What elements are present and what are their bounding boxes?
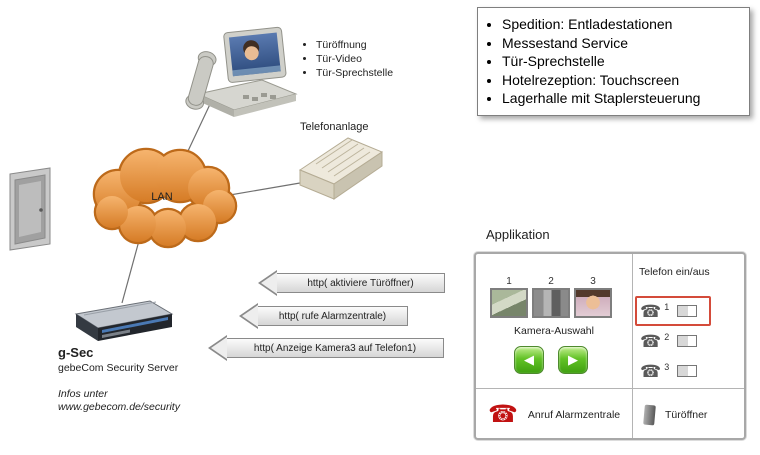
infos-note: Infos unter www.gebecom.de/security xyxy=(58,388,180,414)
phone-number-3: 3 xyxy=(664,362,670,372)
camera-number-2: 2 xyxy=(548,276,554,287)
http-arrow-1-label: http( aktiviere Türöffner) xyxy=(307,277,414,289)
phone-toggle-2[interactable] xyxy=(677,335,698,347)
use-case-item: Hotelrezeption: Touchscreen xyxy=(502,71,743,90)
http-arrow-1: http( aktiviere Türöffner) xyxy=(258,270,445,296)
http-arrow-2-label: http( rufe Alarmzentrale) xyxy=(278,310,387,322)
server-graphic xyxy=(74,300,174,341)
phone-toggle-3[interactable] xyxy=(677,365,698,377)
camera-thumbnail-1[interactable] xyxy=(490,288,528,318)
phone-feature-item: Tür-Sprechstelle xyxy=(316,66,393,80)
use-case-item: Spedition: Entladestationen xyxy=(502,15,743,34)
camera-prev-button[interactable]: ◀ xyxy=(514,346,544,374)
left-arrow-icon: ◀ xyxy=(524,352,534,367)
vertical-divider xyxy=(632,254,633,438)
alarm-label: Anruf Alarmzentrale xyxy=(527,408,621,421)
phone-number-2: 2 xyxy=(664,332,670,342)
use-cases-list: Spedition: Entladestationen Messestand S… xyxy=(502,15,743,108)
http-arrow-3-label: http( Anzeige Kamera3 auf Telefon1) xyxy=(253,342,417,354)
phone-features-list: Türöffnung Tür-Video Tür-Sprechstelle xyxy=(316,38,393,80)
alarm-phone-icon: ☎ xyxy=(488,400,518,428)
door-graphic xyxy=(9,167,51,251)
application-heading: Applikation xyxy=(486,227,550,242)
call-alarm-button[interactable]: ☎ Anruf Alarmzentrale xyxy=(476,389,632,440)
camera-thumbnail-3[interactable] xyxy=(574,288,612,318)
phone-row-2[interactable]: ☎ 2 xyxy=(640,328,698,354)
phone-toggle-1[interactable] xyxy=(677,305,698,317)
phone-feature-item: Tür-Video xyxy=(316,52,393,66)
application-panel: 1 2 3 Kamera-Auswahl ◀ ▶ Telefon ein/aus… xyxy=(474,252,746,440)
lan-label: LAN xyxy=(151,191,173,203)
http-arrow-3: http( Anzeige Kamera3 auf Telefon1) xyxy=(208,335,444,361)
telefon-onoff-header: Telefon ein/aus xyxy=(639,266,710,278)
door-opener-icon xyxy=(643,404,656,425)
phone-row-1[interactable]: ☎ 1 xyxy=(640,298,698,324)
server-subtitle: gebeCom Security Server xyxy=(58,362,179,374)
use-case-item: Tür-Sprechstelle xyxy=(502,52,743,71)
infos-line-1: Infos unter xyxy=(58,388,108,400)
phone-row-3[interactable]: ☎ 3 xyxy=(640,358,698,384)
pbx-graphic xyxy=(298,137,384,200)
use-cases-box: Spedition: Entladestationen Messestand S… xyxy=(477,7,750,116)
use-case-item: Messestand Service xyxy=(502,34,743,53)
videophone-graphic xyxy=(185,26,298,117)
phone-number-1: 1 xyxy=(664,302,670,312)
horizontal-divider xyxy=(476,388,744,389)
pbx-label: Telefonanlage xyxy=(300,121,369,133)
phone-1-selection-outline xyxy=(635,296,711,326)
right-arrow-icon: ▶ xyxy=(568,352,578,367)
gsec-label: g-Sec xyxy=(58,345,94,360)
camera-number-1: 1 xyxy=(506,276,512,287)
camera-thumbnail-2[interactable] xyxy=(532,288,570,318)
camera-number-3: 3 xyxy=(590,276,596,287)
phone-icon: ☎ xyxy=(640,331,662,351)
http-arrow-2: http( rufe Alarmzentrale) xyxy=(239,303,408,329)
infos-url: www.gebecom.de/security xyxy=(58,401,180,413)
door-opener-button[interactable]: Türöffner xyxy=(633,389,744,440)
phone-feature-item: Türöffnung xyxy=(316,38,393,52)
use-case-item: Lagerhalle mit Staplersteuerung xyxy=(502,89,743,108)
camera-next-button[interactable]: ▶ xyxy=(558,346,588,374)
door-opener-label: Türöffner xyxy=(665,408,708,421)
camera-select-label: Kamera-Auswahl xyxy=(514,325,594,337)
phone-icon: ☎ xyxy=(640,301,662,321)
phone-icon: ☎ xyxy=(640,361,662,381)
lan-cloud-graphic xyxy=(92,147,238,249)
